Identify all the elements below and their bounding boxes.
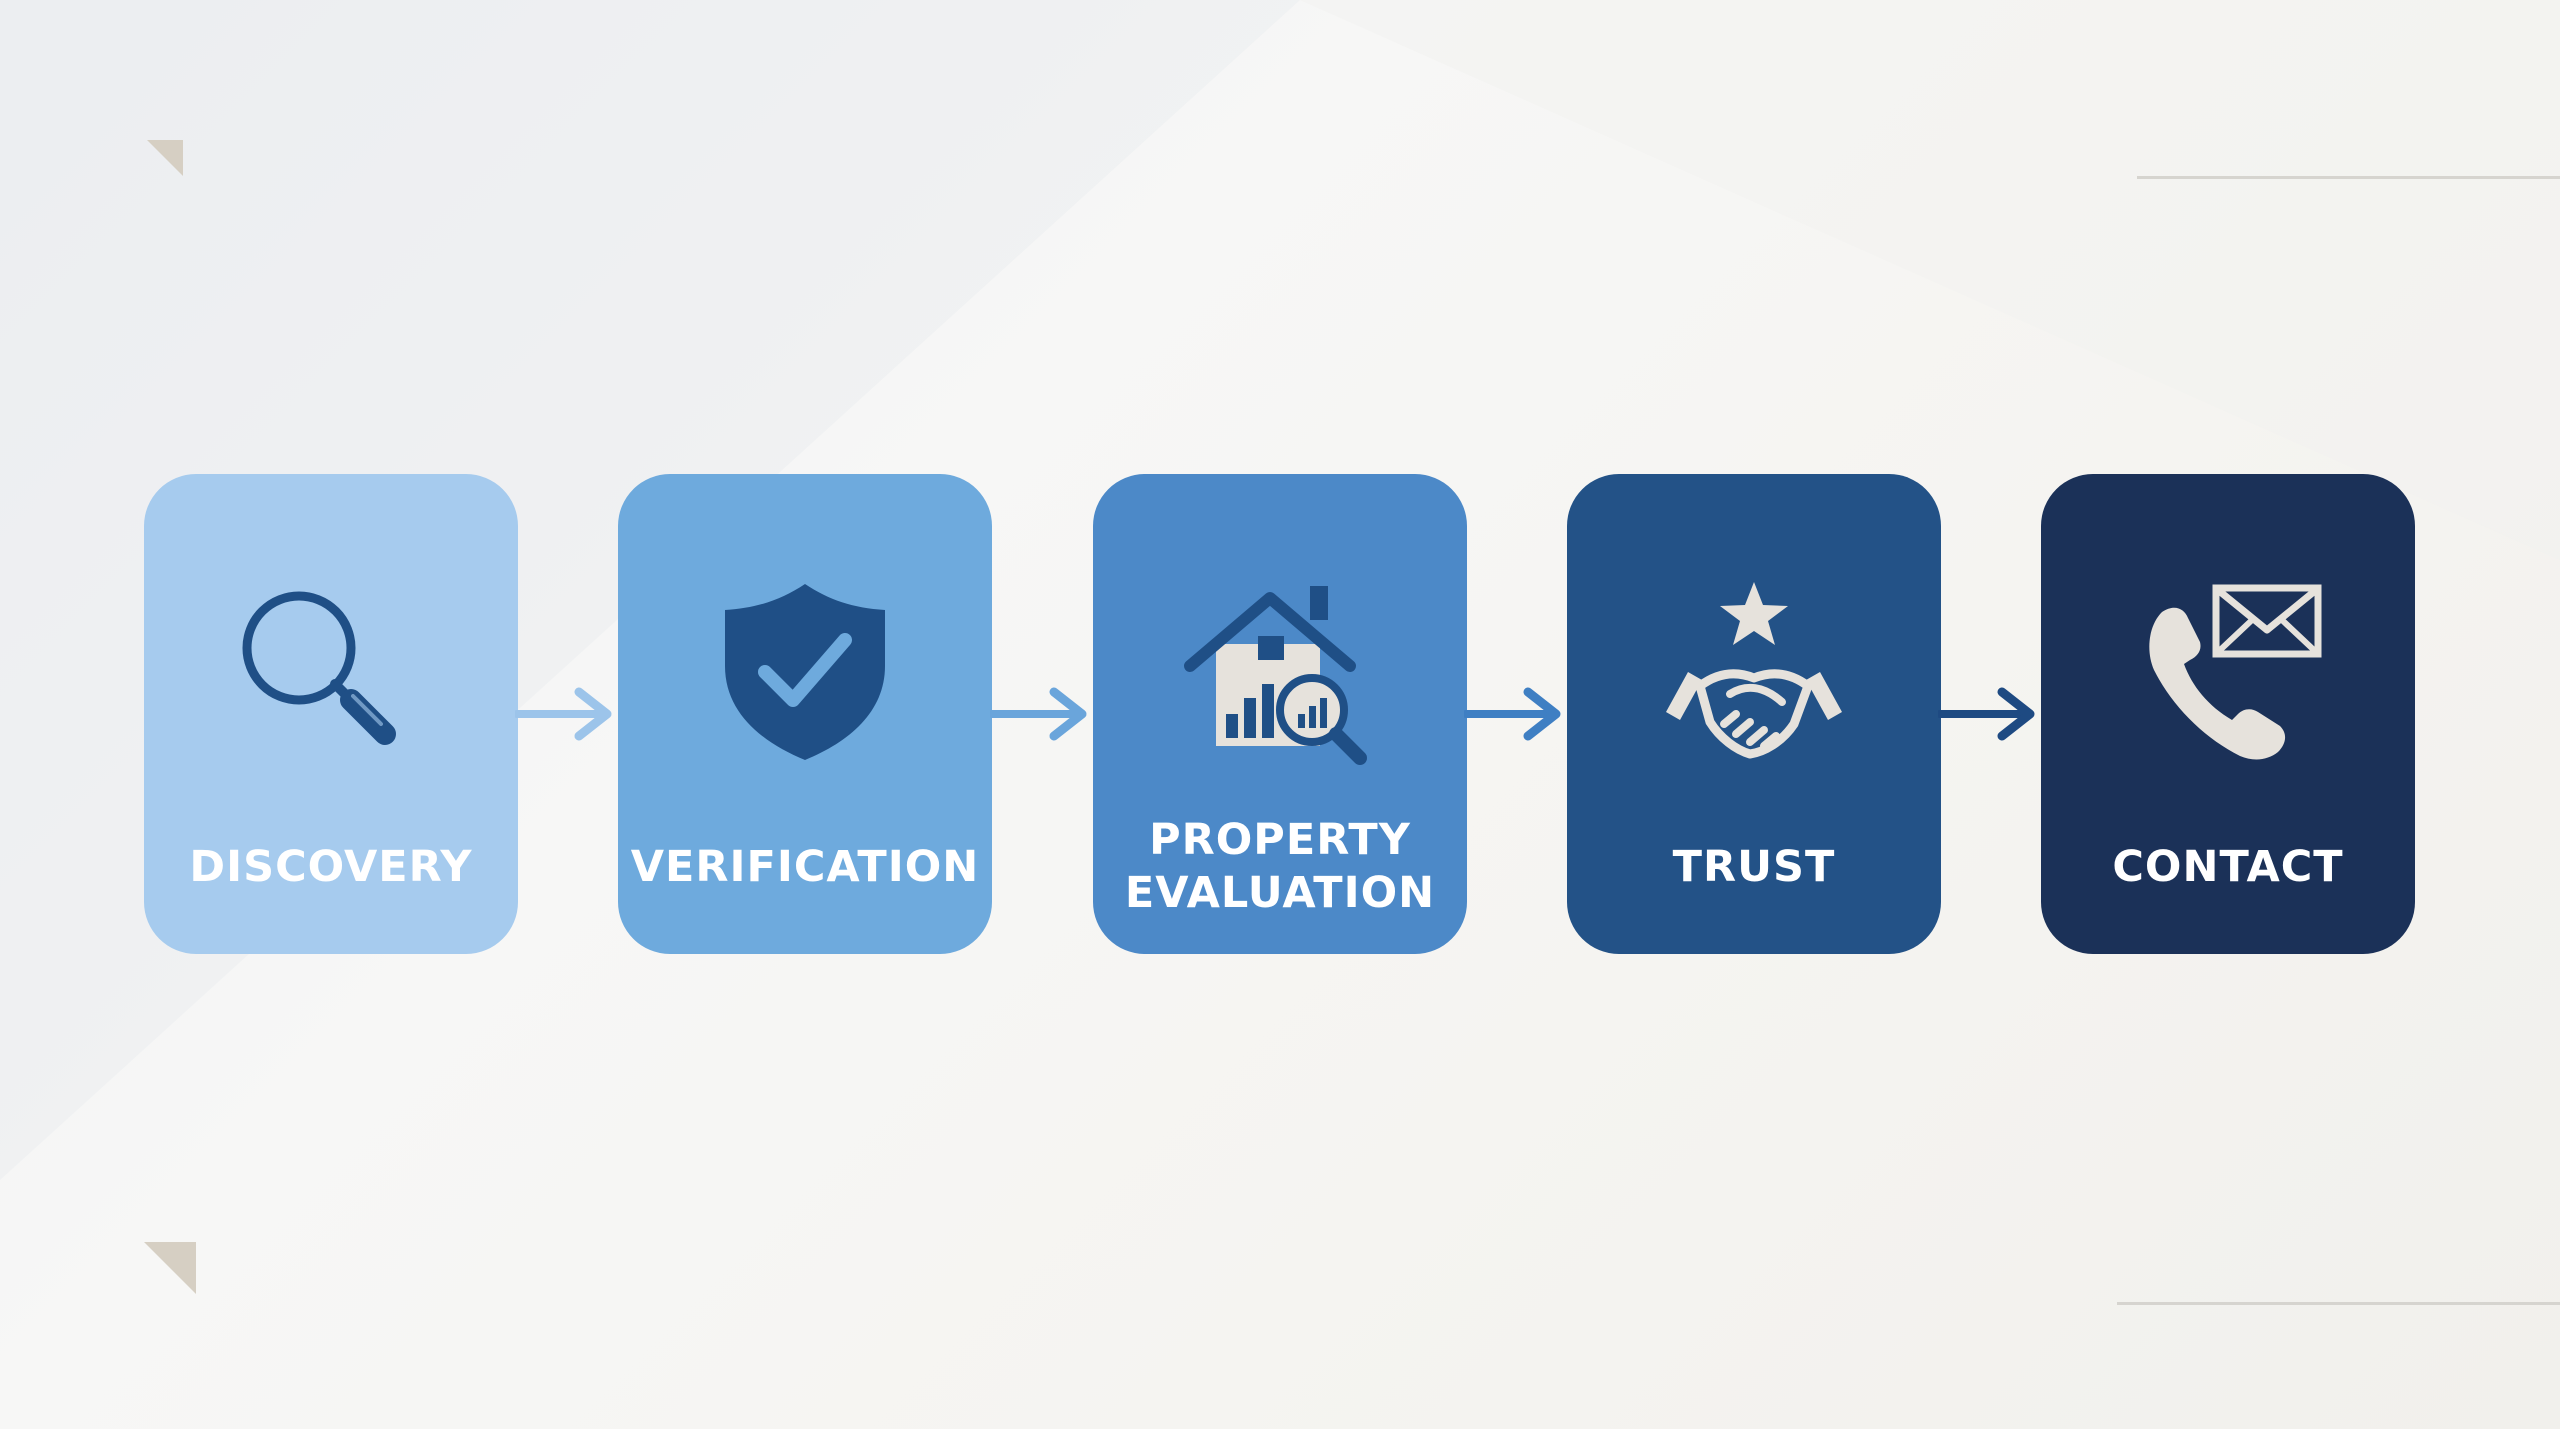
step-discovery: DISCOVERY	[144, 474, 518, 954]
flow-arrow-3	[1464, 684, 1564, 744]
magnifier-icon	[231, 574, 431, 774]
shield-check-icon	[705, 574, 905, 774]
phone-envelope-icon	[2128, 574, 2328, 774]
flow-arrow-2	[990, 684, 1090, 744]
flow-arrow-4	[1938, 684, 2038, 744]
house-analytics-icon	[1180, 574, 1380, 774]
flow-arrow-1	[515, 684, 615, 744]
step-label: DISCOVERY	[189, 841, 473, 892]
step-label: CONTACT	[2112, 841, 2344, 892]
decorative-line-bottom	[2117, 1302, 2560, 1305]
corner-mark-top	[147, 140, 183, 176]
handshake-star-icon	[1654, 574, 1854, 774]
step-property-evaluation: PROPERTY EVALUATION	[1093, 474, 1467, 954]
step-verification: VERIFICATION	[618, 474, 992, 954]
step-label: VERIFICATION	[630, 841, 980, 892]
corner-mark-bottom	[144, 1242, 196, 1294]
step-contact: CONTACT	[2041, 474, 2415, 954]
decorative-line-top	[2137, 176, 2560, 179]
step-label: TRUST	[1672, 841, 1836, 892]
step-label: PROPERTY EVALUATION	[1124, 815, 1436, 918]
step-trust: TRUST	[1567, 474, 1941, 954]
